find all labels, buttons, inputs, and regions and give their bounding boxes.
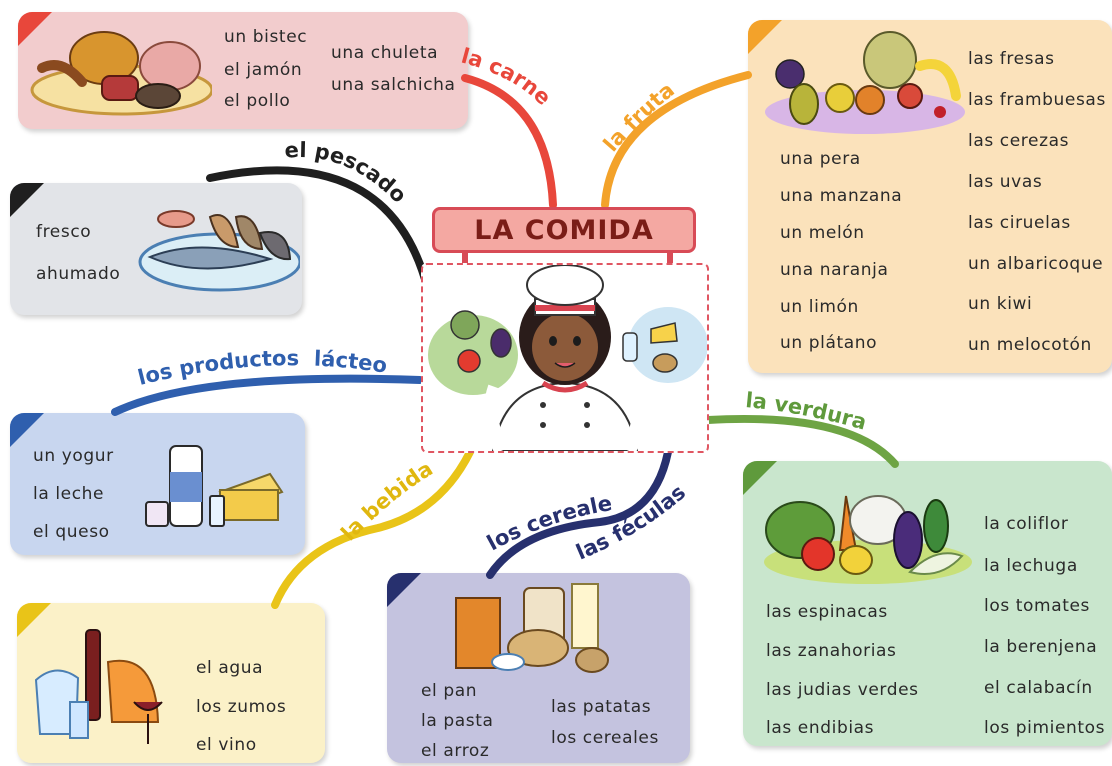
item-fresco: fresco xyxy=(36,222,92,242)
page-title: LA COMIDA xyxy=(474,214,654,246)
title-peg-right xyxy=(667,251,673,269)
item-las-endibias: las endibias xyxy=(766,718,875,738)
item-un-melocoton: un melocotón xyxy=(968,335,1092,355)
item-un-platano: un plátano xyxy=(780,333,878,353)
dairy-illustration xyxy=(145,445,284,527)
drinks-illustration xyxy=(34,629,163,744)
fish-illustration xyxy=(138,210,300,292)
item-las-espinacas: las espinacas xyxy=(766,602,888,622)
item-una-pera: una pera xyxy=(780,149,861,169)
item-el-pan: el pan xyxy=(421,681,478,701)
branch-cereales xyxy=(486,448,672,579)
item-las-cerezas: las cerezas xyxy=(968,131,1070,151)
box-fruta xyxy=(748,20,1112,373)
branch-verdura xyxy=(704,414,899,468)
box-bebida xyxy=(17,603,325,763)
item-un-albaricoque: un albaricoque xyxy=(968,254,1104,274)
item-los-cereales: los cereales xyxy=(551,728,659,748)
item-una-salchicha: una salchicha xyxy=(331,75,456,95)
item-el-agua: el agua xyxy=(196,658,264,678)
item-un-kiwi: un kiwi xyxy=(968,294,1033,314)
item-las-zanahorias: las zanahorias xyxy=(766,641,897,661)
item-el-arroz: el arroz xyxy=(421,741,490,761)
item-la-leche: la leche xyxy=(33,484,105,504)
title-peg-left xyxy=(462,251,468,269)
item-un-yogur: un yogur xyxy=(33,446,114,466)
center-frame xyxy=(421,263,709,454)
label-bebida: la bebida xyxy=(336,456,437,545)
item-una-naranja: una naranja xyxy=(780,260,889,280)
item-la-berenjena: la berenjena xyxy=(984,637,1098,657)
item-el-queso: el queso xyxy=(33,522,110,542)
label-verdura: la verdura xyxy=(744,388,869,434)
item-el-vino: el vino xyxy=(196,735,257,755)
branch-carne xyxy=(461,74,557,209)
item-un-melon: un melón xyxy=(780,223,865,243)
item-el-jamon: el jamón xyxy=(224,60,303,80)
cereals-illustration xyxy=(455,583,609,673)
item-ahumado: ahumado xyxy=(36,264,121,284)
branch-bebida xyxy=(271,448,474,609)
item-una-chuleta: una chuleta xyxy=(331,43,439,63)
item-la-coliflor: la coliflor xyxy=(984,514,1069,534)
branch-fruta xyxy=(601,71,752,209)
item-el-pollo: el pollo xyxy=(224,91,291,111)
item-las-judias-verdes: las judias verdes xyxy=(766,680,919,700)
item-los-tomates: los tomates xyxy=(984,596,1091,616)
branch-pescado xyxy=(206,166,432,294)
fruit-illustration xyxy=(765,31,965,134)
item-la-lechuga: la lechuga xyxy=(984,556,1078,576)
item-la-pasta: la pasta xyxy=(421,711,494,731)
item-un-bistec: un bistec xyxy=(224,27,308,47)
meat-illustration xyxy=(30,31,212,116)
item-los-zumos: los zumos xyxy=(196,697,287,717)
item-las-uvas: las uvas xyxy=(968,172,1043,192)
vegetables-illustration xyxy=(764,495,972,584)
item-una-manzana: una manzana xyxy=(780,186,903,206)
item-el-calabacin: el calabacín xyxy=(984,678,1093,698)
item-las-frambuesas: las frambuesas xyxy=(968,90,1106,110)
item-las-patatas: las patatas xyxy=(551,697,652,717)
item-un-limon: un limón xyxy=(780,297,859,317)
item-los-pimientos: los pimientos xyxy=(984,718,1106,738)
chef-illustration xyxy=(428,264,708,454)
branch-lacteos xyxy=(111,374,424,416)
item-las-fresas: las fresas xyxy=(968,49,1055,69)
title-box: LA COMIDA xyxy=(432,207,696,253)
label-fruta: la fruta xyxy=(599,78,679,157)
item-las-ciruelas: las ciruelas xyxy=(968,213,1071,233)
